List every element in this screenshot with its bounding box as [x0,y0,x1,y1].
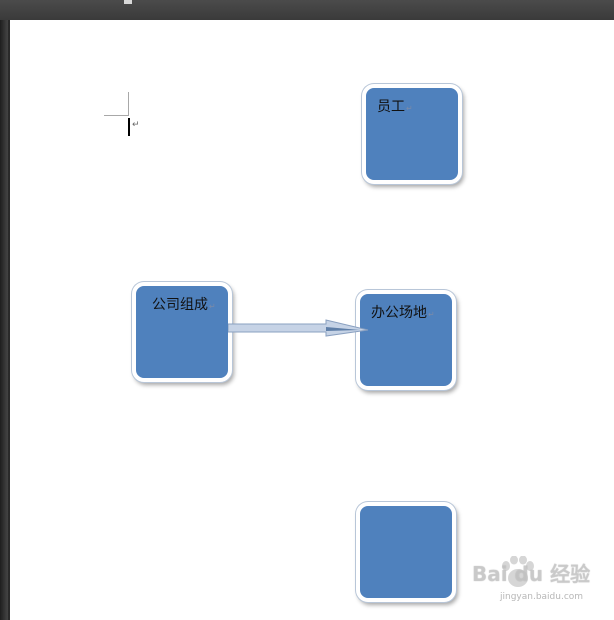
shape-company-label: 公司组成↵ [152,297,216,313]
top-ribbon [0,0,614,20]
shape-employees-text: 员工 [377,99,405,115]
shape-company-text: 公司组成 [152,297,208,313]
shape-office[interactable]: 办公场地↵ [356,290,456,390]
watermark-logo: Bai du 经验 [472,562,591,586]
page-edge [8,20,10,620]
shape-company[interactable]: 公司组成↵ [132,282,232,382]
paw-icon [502,556,534,587]
connector-arrow[interactable] [228,318,378,342]
shape-office-text: 办公场地 [371,305,427,321]
margin-corner-mark [128,92,129,116]
ruler-marker[interactable] [124,0,132,4]
margin-corner-mark-horizontal [104,115,128,116]
shape-office-label: 办公场地↵ [371,305,435,321]
arrow-shape [228,319,369,337]
watermark: Bai du 经验 jingyan.baidu.com [472,556,612,606]
shape-empty[interactable] [356,502,456,602]
text-cursor [128,118,130,136]
paragraph-mark: ↵ [132,120,140,130]
arrow-head-detail [326,327,360,331]
shape-employees-label: 员工↵ [377,99,413,115]
watermark-url: jingyan.baidu.com [500,592,584,602]
document-page[interactable] [10,20,614,620]
shape-employees[interactable]: 员工↵ [362,84,462,184]
